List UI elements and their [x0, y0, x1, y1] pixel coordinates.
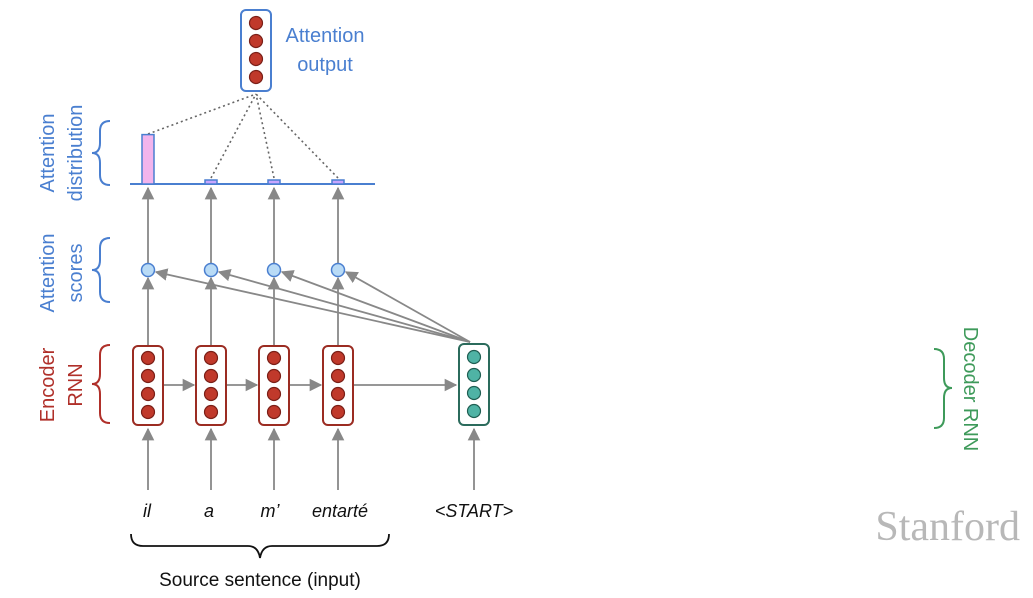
attention-scores-brace: [91, 237, 111, 303]
attention-distribution-bar: [331, 179, 345, 185]
source-word: entarté: [312, 501, 368, 521]
attention-scores-label-line2: scores: [65, 244, 87, 303]
encoder-cell: [258, 345, 290, 426]
encoder-label-line2: RNN: [65, 363, 87, 406]
stanford-logo: Stanford: [875, 504, 1020, 550]
attention-score-nodes: [140, 262, 346, 278]
score-node: [266, 262, 282, 278]
decoder-label: Decoder RNN: [959, 327, 981, 451]
attention-distribution-bar: [204, 179, 218, 185]
decoder-to-score-arrows: [154, 268, 471, 343]
decoder-brace: [933, 348, 953, 429]
attention-distribution-brace: [91, 120, 111, 186]
source-word: il: [143, 501, 152, 521]
input-arrows: [141, 427, 481, 490]
attention-output-vector: [240, 9, 272, 92]
decoder-input-token: <START>: [435, 501, 513, 521]
encoder-cell: [322, 345, 354, 426]
source-sentence-brace: [130, 533, 390, 559]
score-node: [330, 262, 346, 278]
attention-scores-label-line1: Attention: [37, 234, 59, 313]
attention-distribution-bar: [141, 133, 155, 185]
score-to-distribution-arrows: [141, 186, 345, 263]
encoder-to-score-arrows: [141, 276, 345, 345]
encoder-cell: [195, 345, 227, 426]
encoder-brace: [91, 344, 111, 424]
encoder-label-line1: Encoder: [37, 347, 59, 422]
score-node: [140, 262, 156, 278]
source-word: m’: [261, 501, 281, 521]
source-word: a: [204, 501, 214, 521]
weighted-sum-lines: [147, 93, 339, 179]
attention-output-label-line1: Attention: [286, 25, 365, 47]
encoder-cell: [132, 345, 164, 426]
attention-distribution-bar: [267, 179, 281, 185]
score-node: [203, 262, 219, 278]
attention-output-label-line2: output: [297, 54, 353, 76]
attention-distribution-label-line2: distribution: [65, 105, 87, 202]
decoder-cell: [458, 343, 490, 426]
source-sentence-label: Source sentence (input): [159, 570, 361, 591]
attention-distribution-label-line1: Attention: [37, 114, 59, 193]
attention-distribution-bars: [141, 133, 345, 185]
